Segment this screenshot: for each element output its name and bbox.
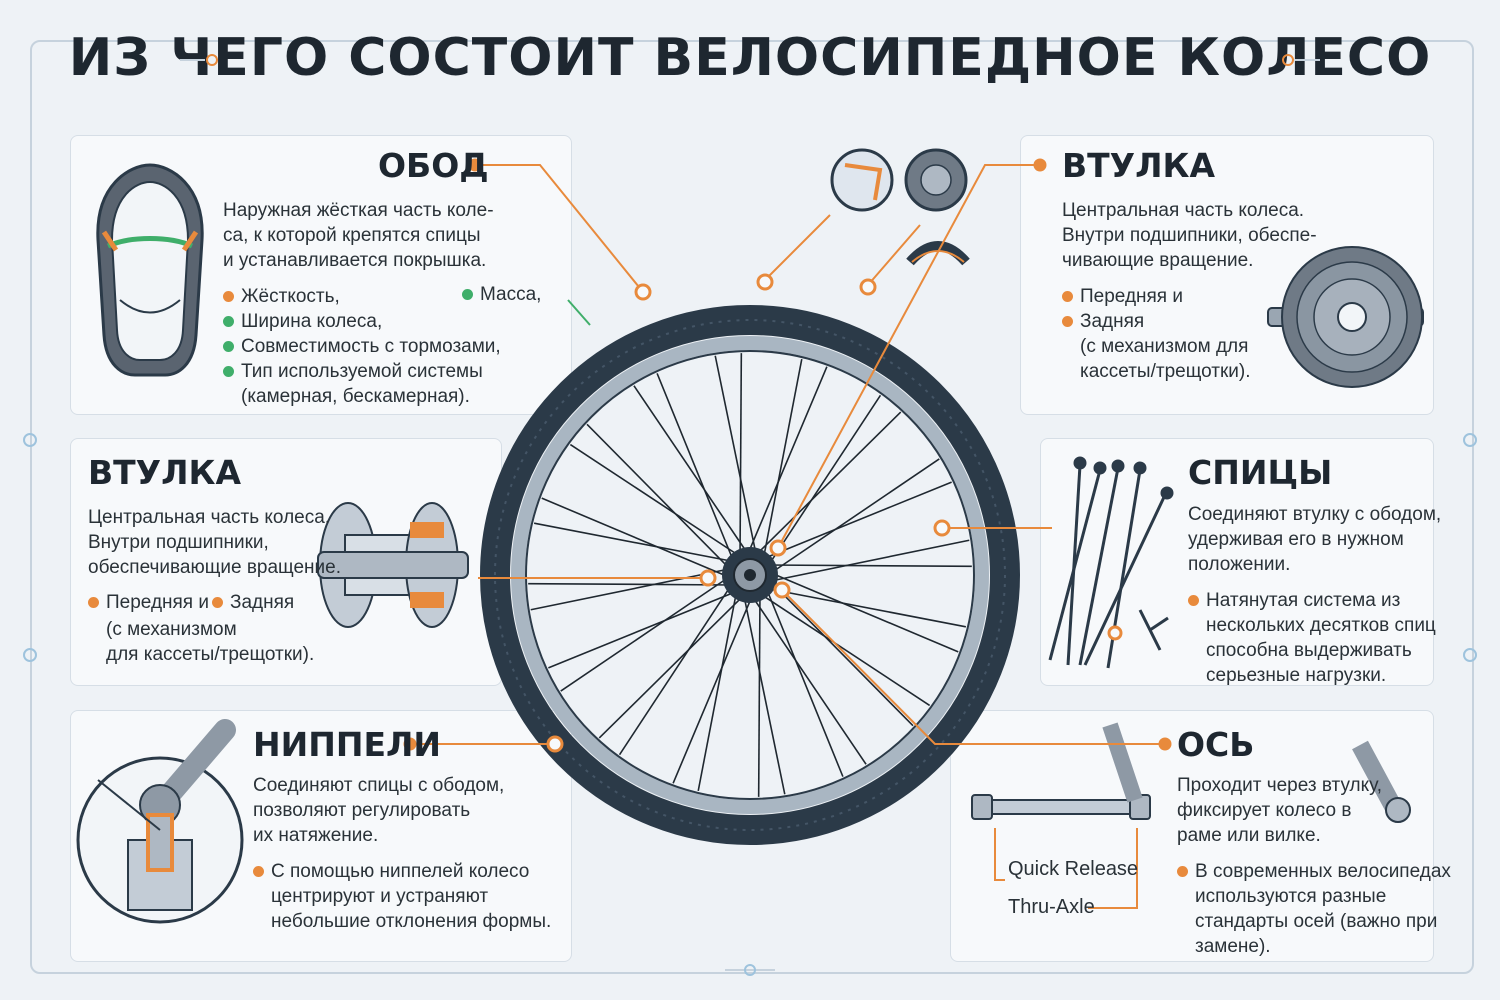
- leader-dots: [403, 158, 1172, 753]
- wheel-spoke: [586, 423, 733, 573]
- wheel-spoke: [767, 458, 940, 576]
- rim-cross-section-icon: [96, 163, 204, 377]
- nipples-heading: НИППЕЛИ: [253, 725, 442, 764]
- spokes-description: Соединяют втулку с ободом, удерживая его…: [1188, 504, 1442, 575]
- wheel-spoke: [533, 522, 738, 564]
- hub-left-feature-rear: Задняя: [212, 592, 294, 614]
- wheel-spoke: [767, 570, 959, 653]
- rim-heading: ОБОД: [378, 146, 489, 185]
- wheel-spoke: [752, 411, 902, 558]
- hub-body-icon: [317, 502, 469, 628]
- wheel-spoke: [767, 577, 914, 727]
- wheel-spoke: [742, 591, 786, 795]
- wheel-spoke: [618, 581, 735, 756]
- axle-description: Проходит через втулку, фиксирует колесо …: [1177, 775, 1383, 846]
- wheel-spoke: [764, 564, 972, 568]
- rim-features: Жёсткость, Ширина колеса, Совместимость …: [223, 284, 501, 409]
- spokes-heading: СПИЦЫ: [1188, 453, 1333, 492]
- rim-feature-item: Совместимость с тормозами,: [223, 334, 501, 359]
- wheel-spoke: [761, 358, 803, 563]
- wheel-spoke: [757, 589, 761, 797]
- wheel-spoke: [560, 574, 733, 692]
- wheel-spoke: [656, 373, 736, 566]
- spokes-panel: [1040, 438, 1434, 686]
- rim-description: Наружная жёсткая часть коле- са, к котор…: [223, 200, 494, 271]
- rim-extra-mass: Масса,: [462, 284, 541, 306]
- nipples-feature-item: С помощью ниппелей колесо центрируют и у…: [253, 859, 551, 934]
- hub-top-heading: ВТУЛКА: [1062, 146, 1216, 185]
- axle-heading: ОСЬ: [1177, 725, 1255, 764]
- axle-skewer-icon: [971, 722, 1411, 909]
- wheel-spoke: [739, 353, 743, 561]
- frame-decorations-icon: [23, 54, 1477, 976]
- axle-panel: [950, 710, 1434, 962]
- leader-lines: [410, 164, 1165, 745]
- rim-feature-item: Тип используемой системы (камерная, беск…: [223, 359, 501, 409]
- hub-top-feature-item: Задняя (с механизмом для кассеты/трещотк…: [1062, 309, 1251, 384]
- hub-left-description: Центральная часть колеса. Внутри подшипн…: [88, 507, 341, 578]
- wheel-spoke: [766, 539, 970, 583]
- wheel-spoke: [633, 385, 751, 558]
- wheel-spoke: [548, 589, 741, 669]
- nipples-description: Соединяют спицы с ободом, позволяют регу…: [253, 775, 505, 846]
- hub-top-features: Передняя и Задняя (с механизмом для касс…: [1062, 284, 1251, 384]
- axle-label-quick-release: Quick Release: [1008, 858, 1139, 880]
- rim-feature-item: Ширина колеса,: [223, 309, 501, 334]
- wheel-spoke: [765, 394, 882, 569]
- hub-left-note: (с механизмом для кассеты/трещотки).: [106, 619, 315, 665]
- wheel-spoke: [756, 590, 931, 707]
- spokes-feature-item: Натянутая система из нескольких десятков…: [1188, 588, 1436, 688]
- spokes-features: Натянутая система из нескольких десятков…: [1188, 588, 1436, 688]
- outer-frame: [30, 40, 1474, 974]
- rim-detail-insets-icon: [830, 148, 970, 266]
- wheel-spoke: [749, 592, 867, 765]
- wheel-spoke: [759, 481, 952, 561]
- wheel-spoke: [598, 592, 748, 739]
- page-title: ИЗ ЧЕГО СОСТОИТ ВЕЛОСИПЕДНОЕ КОЛЕСО: [68, 28, 1432, 88]
- wheel-spoke: [714, 355, 758, 559]
- wheel-spoke: [697, 587, 739, 792]
- hub-top-description: Центральная часть колеса. Внутри подшипн…: [1062, 200, 1317, 271]
- wheel-spoke: [530, 567, 734, 611]
- hub-left-feature-front: Передняя и: [88, 592, 209, 614]
- cassette-hub-icon: [1267, 246, 1424, 388]
- wheel-spoke: [569, 443, 744, 560]
- axle-feature-item: В современных велосипедах используются р…: [1177, 859, 1451, 959]
- bicycle-wheel-icon: [480, 305, 1020, 845]
- wheel-spoke: [672, 592, 755, 784]
- axle-label-thru-axle: Thru-Axle: [1008, 896, 1095, 918]
- wheel-spoke: [764, 584, 844, 777]
- axle-features: В современных велосипедах используются р…: [1177, 859, 1451, 959]
- wheel-spoke: [541, 497, 733, 580]
- nipples-features: С помощью ниппелей колесо центрируют и у…: [253, 859, 551, 934]
- hub-left-heading: ВТУЛКА: [88, 453, 242, 492]
- wheel-spoke: [745, 366, 828, 558]
- wheel-spoke: [528, 582, 736, 586]
- nipple-wrench-icon: [76, 719, 244, 924]
- hub-top-feature-item: Передняя и: [1062, 284, 1251, 309]
- wheel-spoke: [762, 586, 967, 628]
- rim-feature-item: Жёсткость,: [223, 284, 501, 309]
